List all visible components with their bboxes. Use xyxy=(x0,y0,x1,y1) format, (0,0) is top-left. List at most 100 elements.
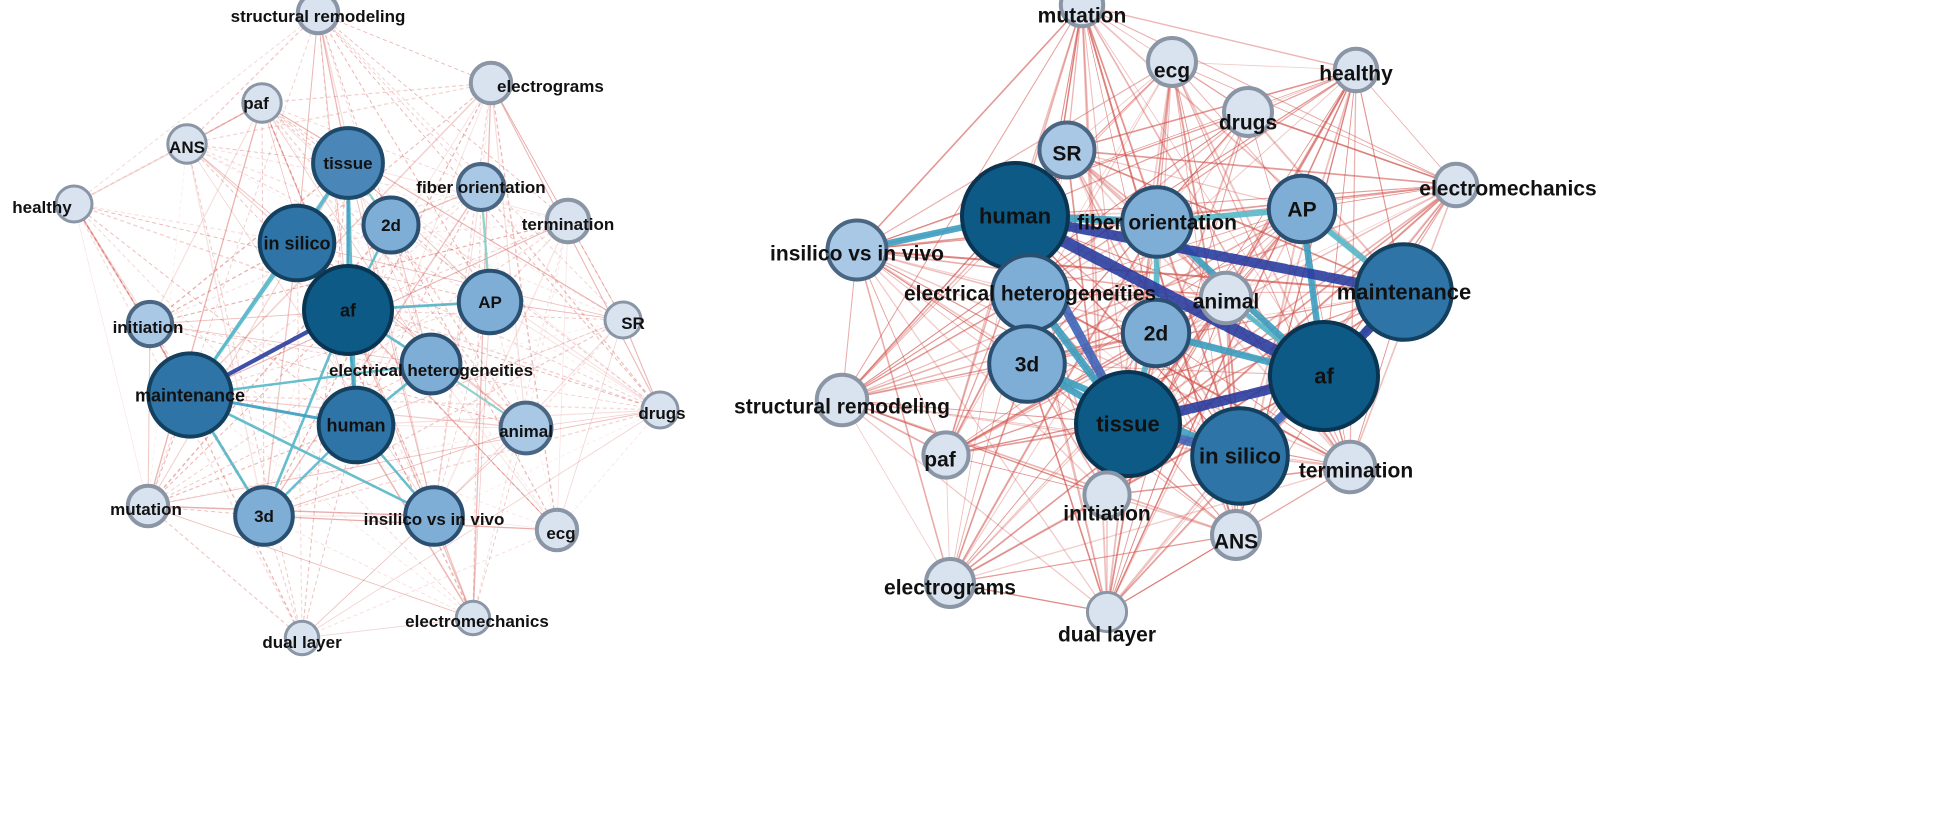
weak-link xyxy=(945,454,1108,496)
node-sr xyxy=(1037,120,1097,180)
weak-link xyxy=(261,102,435,517)
weak-link xyxy=(1171,61,1357,71)
weak-link xyxy=(841,399,951,584)
weak-link xyxy=(186,82,492,145)
weak-link xyxy=(317,12,357,426)
weak-link xyxy=(556,220,569,531)
node-mutation xyxy=(1058,0,1106,29)
weak-link xyxy=(1081,4,1357,71)
weak-link xyxy=(390,224,661,411)
weak-link xyxy=(261,102,558,531)
weak-link xyxy=(1239,184,1457,457)
node-electromechanics xyxy=(1432,161,1480,209)
node-label-maintenance: maintenance xyxy=(1337,280,1472,305)
weak-link xyxy=(149,220,569,325)
node-label-human: human xyxy=(326,415,385,435)
weak-link xyxy=(347,162,624,321)
strong-link-human-af xyxy=(1009,210,1330,382)
node-label-mutation: mutation xyxy=(1038,4,1127,27)
weak-link xyxy=(390,224,558,531)
node-in-silico xyxy=(257,203,337,283)
node-animal xyxy=(1198,270,1254,326)
node-electrical-heterogeneities xyxy=(399,332,463,396)
node-af xyxy=(302,264,394,356)
node-label-2d: 2d xyxy=(1144,322,1169,345)
weak-link xyxy=(490,82,569,222)
node-label-animal: animal xyxy=(499,422,553,441)
node-termination xyxy=(544,197,592,245)
strong-link-human-maintenance xyxy=(1010,211,1409,297)
node-ecg xyxy=(1146,36,1198,88)
weak-link xyxy=(149,323,661,411)
node-label-structural-remodeling: structural remodeling xyxy=(734,395,950,418)
node-dual-layer xyxy=(1085,590,1129,634)
weak-link xyxy=(1026,363,1108,613)
weak-link xyxy=(1081,4,1405,293)
node-label-insilico-vs-in-vivo: insilico vs in vivo xyxy=(364,510,505,529)
weak-link xyxy=(301,617,474,639)
weak-link xyxy=(841,399,1108,496)
weak-link xyxy=(347,309,661,411)
weak-link xyxy=(186,143,569,222)
node-2d xyxy=(1120,297,1192,369)
weak-link xyxy=(480,186,558,531)
weak-link xyxy=(1247,111,1457,186)
weak-link xyxy=(480,186,661,411)
weak-link xyxy=(296,242,303,639)
weak-link xyxy=(186,143,303,639)
weak-link xyxy=(945,291,1405,456)
node-label-ap: AP xyxy=(1287,198,1316,221)
weak-link xyxy=(147,505,474,619)
weak-link xyxy=(490,82,527,429)
node-label-termination: termination xyxy=(1299,459,1413,482)
node-label-af: af xyxy=(1314,364,1334,389)
node-2d xyxy=(361,195,421,255)
weak-link xyxy=(945,61,1173,456)
node-label-2d: 2d xyxy=(381,216,401,235)
weak-link xyxy=(147,409,661,507)
weak-link xyxy=(261,82,492,104)
weak-link xyxy=(317,12,392,226)
node-fiber-orientation xyxy=(456,162,506,212)
weak-link xyxy=(949,111,1249,584)
node-initiation xyxy=(125,299,175,349)
weak-link xyxy=(1066,149,1405,293)
weak-link xyxy=(73,203,357,426)
node-structural-remodeling xyxy=(814,372,870,428)
weak-link xyxy=(841,399,1108,613)
weak-link xyxy=(263,162,349,517)
weak-link xyxy=(317,12,624,321)
strong-link-maintenance-insilico-vs-in-vivo xyxy=(188,393,436,518)
weak-link xyxy=(949,582,1108,613)
weak-link xyxy=(263,82,492,517)
weak-link xyxy=(73,143,188,205)
node-maintenance xyxy=(1354,242,1454,342)
weak-link xyxy=(949,534,1237,584)
node-insilico-vs-in-vivo xyxy=(825,218,889,282)
weak-link xyxy=(186,143,349,164)
node-label-animal: animal xyxy=(1193,290,1260,313)
node-label-in-silico: in silico xyxy=(1199,444,1281,469)
weak-link xyxy=(73,203,149,507)
node-label-drugs: drugs xyxy=(1219,111,1277,134)
weak-link xyxy=(261,102,491,303)
node-label-3d: 3d xyxy=(1015,353,1040,376)
weak-link xyxy=(949,466,1351,584)
node-ans xyxy=(1210,509,1262,561)
node-label-electrograms: electrograms xyxy=(884,576,1016,599)
node-3d xyxy=(987,324,1067,404)
weak-link xyxy=(147,505,303,639)
node-electromechanics xyxy=(454,599,492,637)
weak-link xyxy=(73,102,263,205)
node-mutation xyxy=(125,483,171,529)
node-label-healthy: healthy xyxy=(1319,62,1393,85)
node-label-fiber-orientation: fiber orientation xyxy=(416,178,545,197)
node-label-3d: 3d xyxy=(254,507,274,526)
weak-link xyxy=(556,319,624,531)
node-fiber-orientation xyxy=(1120,185,1194,259)
weak-link xyxy=(149,162,349,325)
